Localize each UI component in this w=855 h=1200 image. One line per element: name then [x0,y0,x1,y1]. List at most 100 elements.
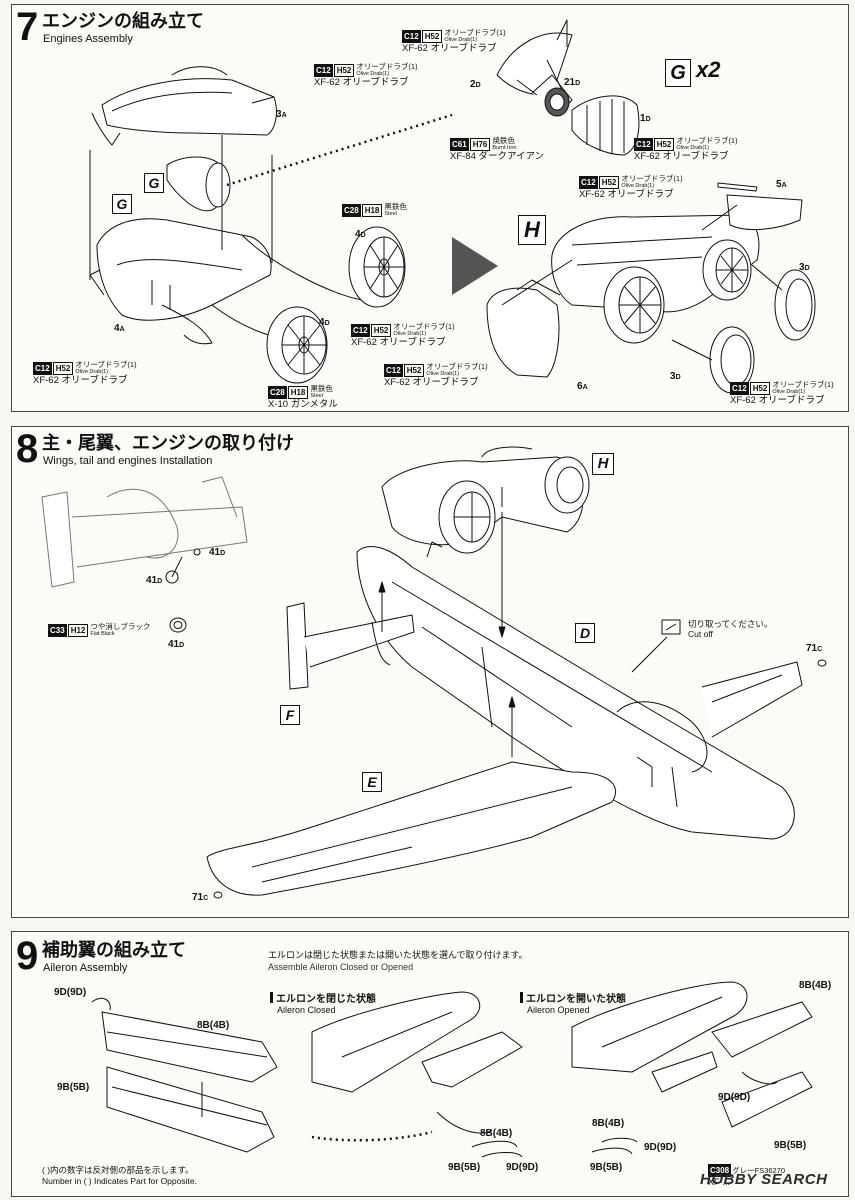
paint-name-jp: オリーブドラブ(1) [621,174,683,183]
paint-name-jp: 黒鉄色 [384,202,407,211]
paint-code: C12 [579,175,598,189]
paint-code: C12 [314,63,333,77]
step-title-jp: 補助翼の組み立て [42,940,186,960]
step-title-en: Wings, tail and engines Installation [43,455,213,467]
part-number: 8B(4B) [480,1128,513,1139]
paint-name-jp: オリーブドラブ(1) [444,28,506,37]
paint-sub: XF-62 オリーブドラブ [33,375,128,386]
paint-code: C12 [351,323,370,337]
part-number: 9B(5B) [57,1082,90,1093]
footnote-jp: ( )内の数字は反対側の部品を示します。 [42,1165,194,1175]
paint-hcode: H52 [421,29,443,43]
part-number: 8B(4B) [799,980,832,991]
part-number: 21D [564,77,581,88]
paint-hcode: H52 [403,363,425,377]
paint-name-en: Burnt Iron [492,145,517,151]
paint-name-jp: つや消しブラック [90,622,151,631]
wings-tail-engines-illustration [12,427,849,918]
paint-sub: XF-62 オリーブドラブ [579,189,674,200]
part-number: 71C [192,892,209,903]
paint-name-en: Olive Drab(1) [393,331,427,337]
paint-name-en: Olive Drab(1) [75,369,109,375]
aileron-assembly-illustration [12,932,849,1197]
step-title-jp: エンジンの組み立て [42,11,204,31]
part-number: 4A [114,323,125,334]
step-title-en: Aileron Assembly [43,962,128,974]
paint-code: C28 [268,385,287,399]
part-number: 3D [670,371,681,382]
paint-name-jp: 焼鉄色 [492,136,515,145]
part-number: 5A [776,179,787,190]
paint-code: C308 [708,1164,732,1177]
paint-name-jp: オリーブドラブ(1) [772,380,834,389]
paint-hcode: H52 [52,361,74,375]
paint-sub: XF-62 オリーブドラブ [730,395,825,406]
step-9-panel: 9 補助翼の組み立て Aileron Assembly エルロンは閉じた状態また… [11,931,849,1197]
part-number: 4D [355,229,366,240]
part-number: 9B(5B) [774,1140,807,1151]
paint-sub: XF-62 オリーブドラブ [384,377,479,388]
step-title-en: Engines Assembly [43,33,133,45]
part-number: 41D [146,575,163,586]
paint-name-en: Steel [310,393,323,399]
paint-name-en: Flat Black [90,631,115,637]
part-number: 9B(5B) [448,1162,481,1173]
footnote-en: Number in ( ) Indicates Part for Opposit… [42,1176,197,1186]
paint-name-jp: グレーFS36270 [732,1165,786,1175]
paint-name-en: Olive Drab(1) [444,37,478,43]
paint-name-en: Olive Drab(1) [356,71,390,77]
paint-sub: XF-62 オリーブドラブ [314,77,409,88]
paint-name-jp: オリーブドラブ(1) [393,322,455,331]
part-number: 71C [806,643,823,654]
paint-sub: XF-62 オリーブドラブ [351,337,446,348]
part-group-label-h: H [518,215,546,245]
part-number: 9D(9D) [644,1142,677,1153]
paint-sub: XF-... [708,1177,730,1187]
part-number: 9B(5B) [590,1162,623,1173]
paint-code: C12 [402,29,421,43]
step-title-jp: 主・尾翼、エンジンの取り付け [42,433,294,453]
part-group-label-e: E [362,772,382,792]
part-number: 9D(9D) [718,1092,751,1103]
part-number: 6A [577,381,588,392]
step-number: 7 [16,5,38,49]
paint-hcode: H52 [370,323,392,337]
part-group-label-h: H [592,453,614,475]
part-number: 8B(4B) [197,1020,230,1031]
engines-assembly-illustration [12,5,849,412]
step-number: 9 [16,934,38,978]
paint-code: C61 [450,137,469,151]
quantity-multiplier: x2 [696,57,721,82]
paint-sub: XF-62 オリーブドラブ [634,151,729,162]
paint-hcode: H52 [653,137,675,151]
paint-name-jp: オリーブドラブ(1) [426,362,488,371]
paint-hcode: H52 [598,175,620,189]
part-number: 41D [168,639,185,650]
part-number: 1D [640,113,651,124]
paint-sub: XF-62 オリーブドラブ [402,43,497,54]
paint-hcode: H52 [333,63,355,77]
watermark-logo: HOBBY SEARCH [700,1171,828,1188]
step-7-panel: 7 エンジンの組み立て Engines Assembly G G G x2 H … [11,4,849,412]
part-group-label-d: D [575,623,595,643]
part-number: 3D [799,262,810,273]
paint-hcode: H12 [67,623,89,637]
assembly-note-jp: エルロンは閉じた状態または開いた状態を選んで取り付けます。 [268,950,528,960]
part-group-label-g: G [144,173,164,193]
part-group-label-g: G [665,59,691,87]
assembly-note-en: Assemble Aileron Closed or Opened [268,962,414,972]
part-number: 9D(9D) [506,1162,539,1173]
